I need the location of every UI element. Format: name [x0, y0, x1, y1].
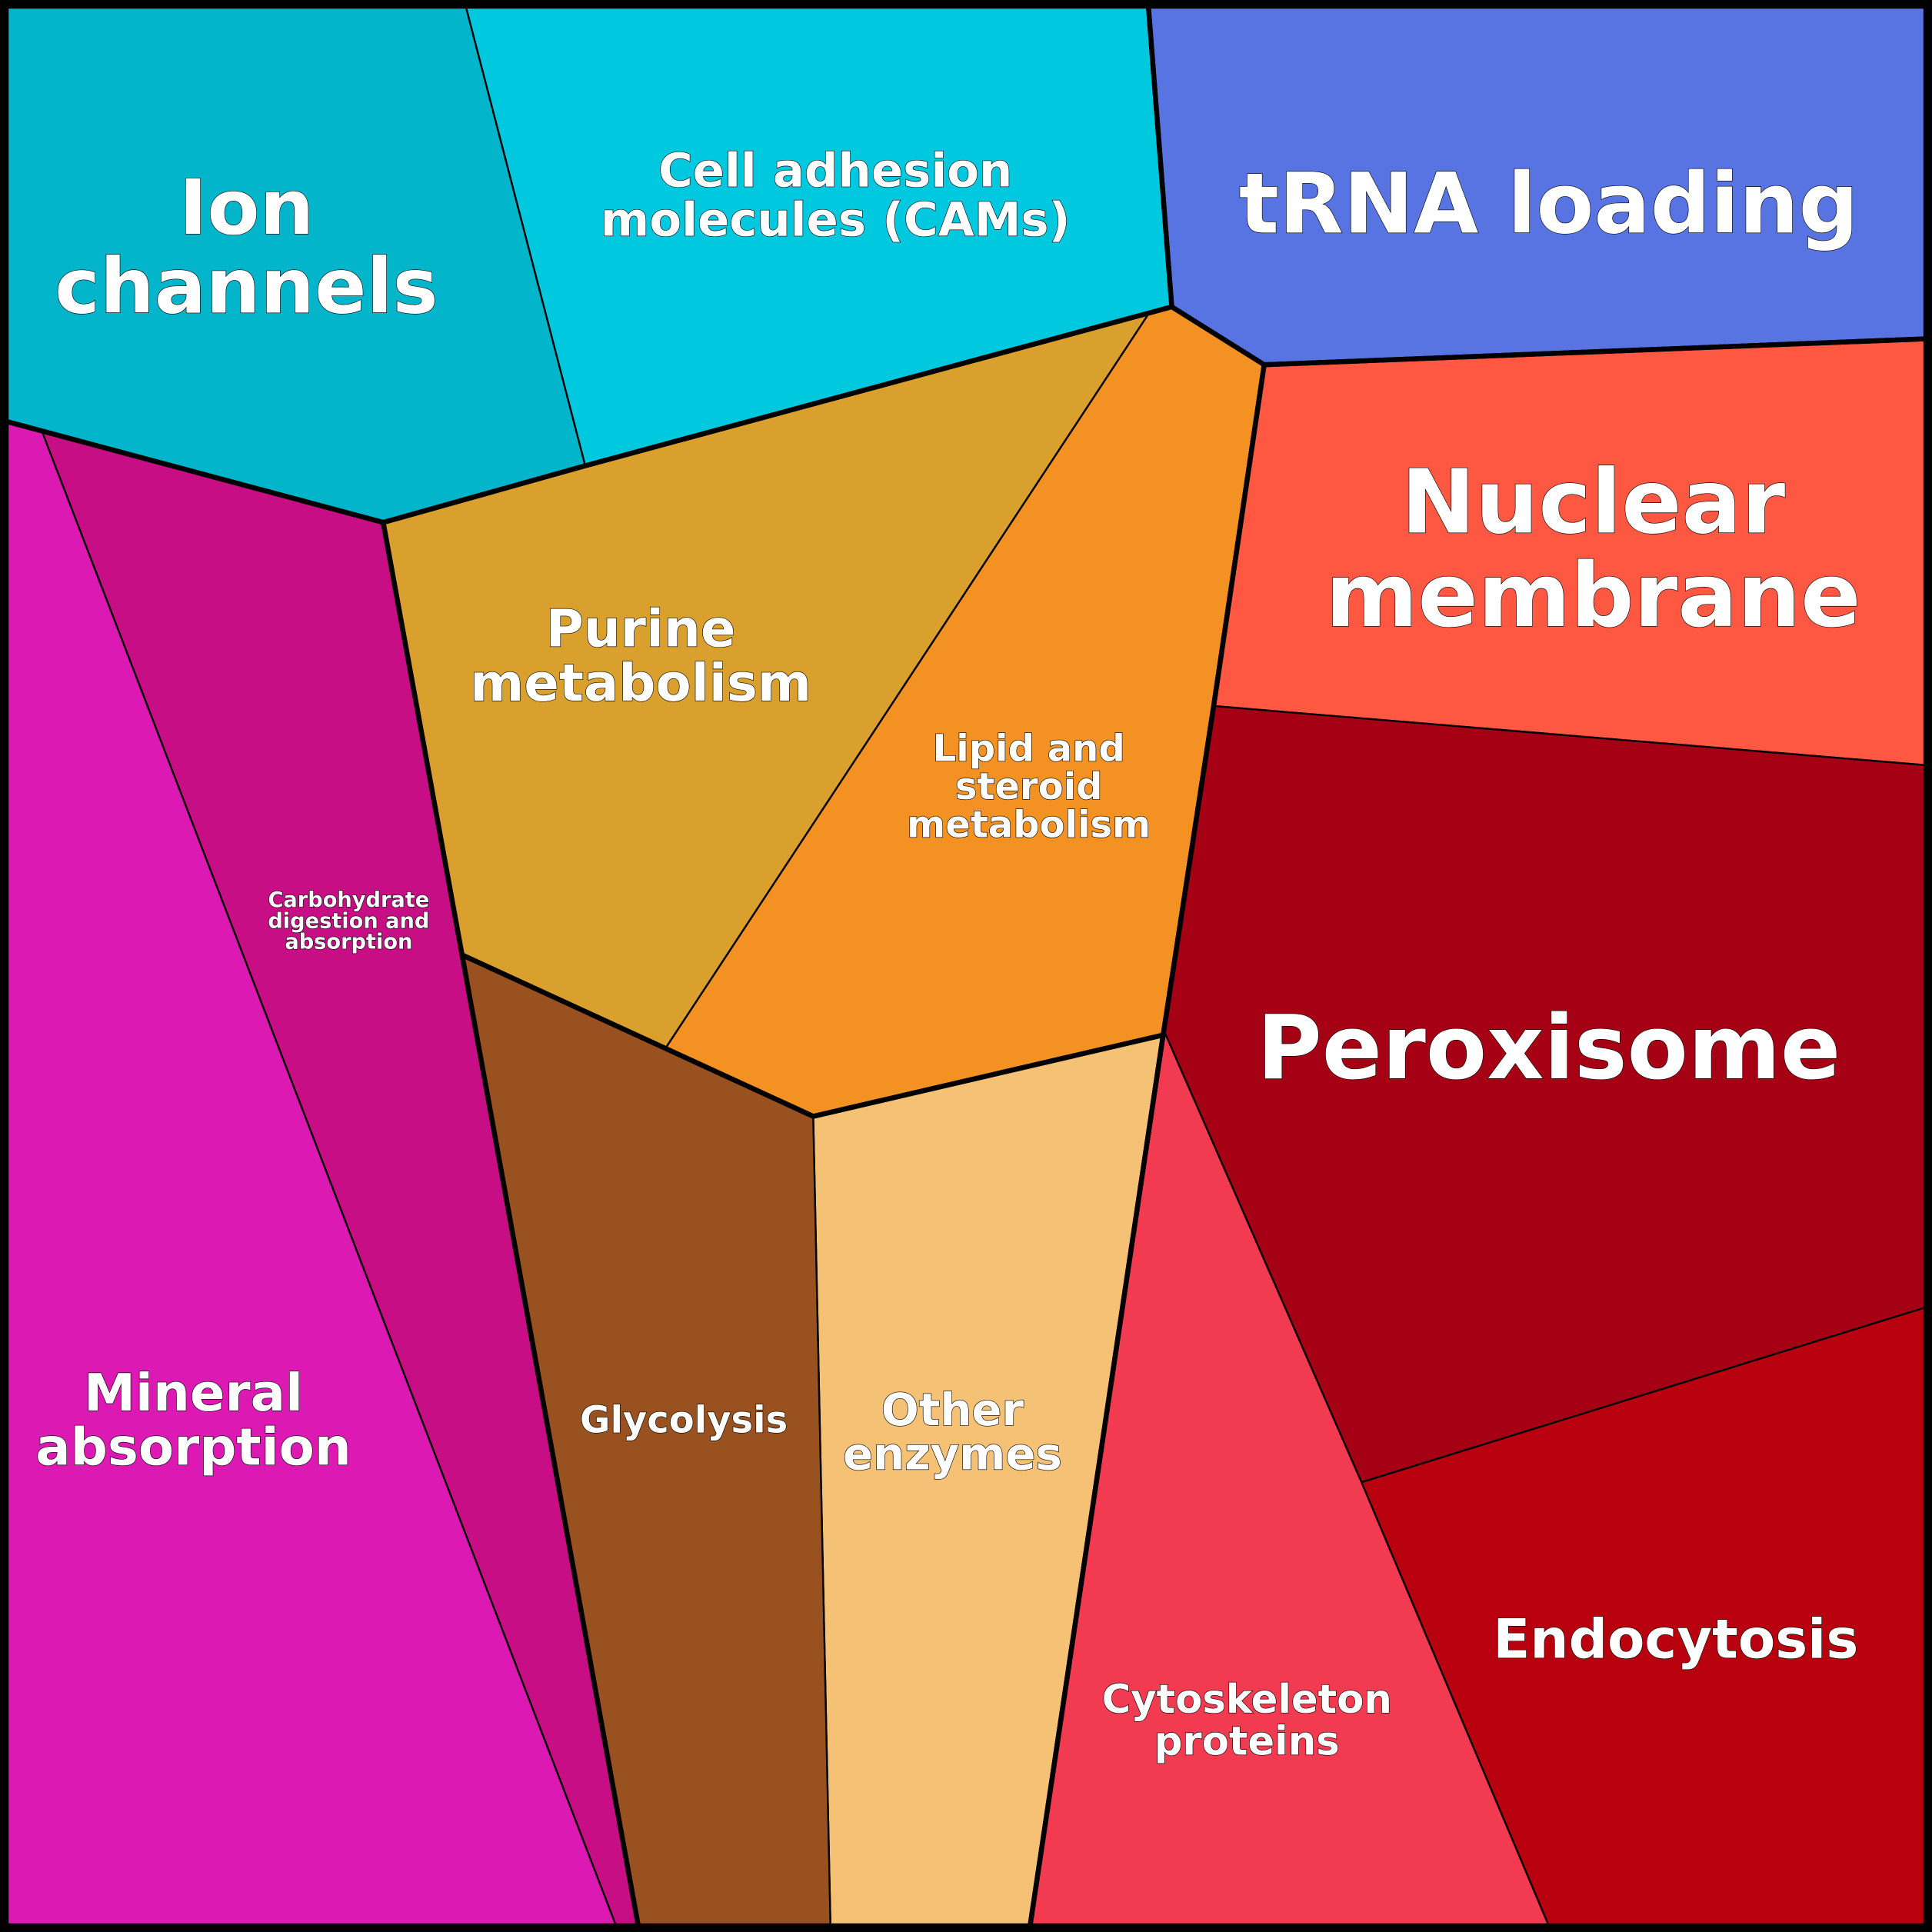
label-peroxisome: Peroxisome [1257, 997, 1840, 1100]
label-line: Cytoskeleton [1102, 1677, 1392, 1723]
label-line: Carbohydrate [268, 888, 429, 912]
label-line: molecules (CAMs) [601, 192, 1071, 247]
label-line: tRNA loading [1239, 155, 1859, 252]
label-glycolysis: Glycolysis [580, 1398, 788, 1441]
label-endocytosis: Endocytosis [1493, 1607, 1858, 1671]
label-line: absorption [35, 1417, 351, 1477]
label-line: Purine [546, 599, 736, 659]
label-line: Nuclear [1401, 451, 1786, 554]
label-line: Glycolysis [580, 1398, 788, 1441]
label-line: metabolism [907, 804, 1151, 847]
label-line: Ion [178, 164, 314, 252]
label-line: proteins [1154, 1719, 1340, 1765]
label-trna: tRNA loading [1239, 155, 1859, 252]
label-line: metabolism [470, 653, 811, 713]
label-line: Lipid and [933, 727, 1125, 770]
label-line: steroid [955, 765, 1103, 808]
label-line: Cell adhesion [658, 143, 1012, 198]
label-line: membrane [1325, 545, 1860, 648]
label-line: digestion and [268, 909, 429, 933]
label-line: Mineral [84, 1363, 303, 1423]
label-line: absorption [285, 930, 412, 954]
label-line: Endocytosis [1493, 1607, 1858, 1671]
label-line: channels [55, 242, 438, 331]
label-line: enzymes [843, 1428, 1062, 1481]
label-line: Other [881, 1384, 1024, 1436]
label-line: Peroxisome [1257, 997, 1840, 1100]
